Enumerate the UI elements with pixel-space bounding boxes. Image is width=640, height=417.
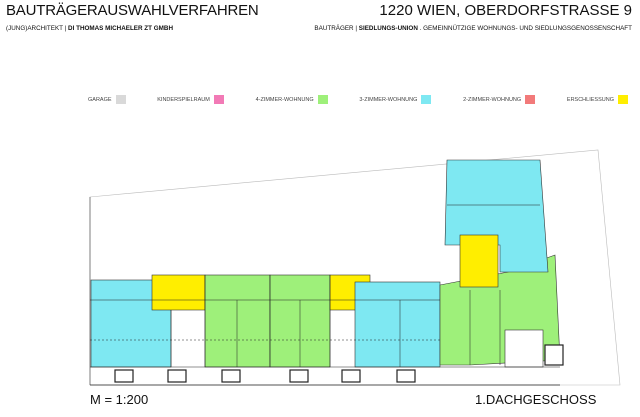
stair-core-tower xyxy=(459,234,499,288)
legend-label: GARAGE xyxy=(88,96,112,103)
legend-label: ERSCHLIESSUNG xyxy=(566,96,614,103)
legend-item-kinderspielraum: KINDERSPIELRAUM xyxy=(157,95,224,104)
legend-swatch xyxy=(213,95,224,104)
legend-item-4-zimmer: 4-ZIMMER-WOHNUNG xyxy=(256,95,328,104)
legend-label: 4-ZIMMER-WOHNUNG xyxy=(255,96,314,103)
terrace-grid xyxy=(504,329,544,368)
unit-3-zimmer-mid xyxy=(354,281,441,368)
stair-core-left xyxy=(151,274,206,311)
developer-prefix: BAUTRÄGER | xyxy=(314,25,359,32)
developer-credit: BAUTRÄGER | SIEDLUNGS-UNION . GEMEINNÜTZ… xyxy=(314,25,632,32)
project-title: BAUTRÄGERAUSWAHLVERFAHREN xyxy=(6,2,259,19)
architect-prefix: (JUNG)ARCHITEKT | xyxy=(6,25,69,32)
walls xyxy=(89,197,560,385)
legend-label: KINDERSPIELRAUM xyxy=(157,96,210,103)
legend-swatch xyxy=(525,95,536,104)
developer-suffix: . GEMEINNÜTZIGE WOHNUNGS- UND SIEDLUNGSG… xyxy=(417,25,632,32)
scale-label: M = 1:200 xyxy=(90,392,149,407)
unit-4-zimmer-left xyxy=(204,274,271,368)
legend-label: 3-ZIMMER-WOHNUNG xyxy=(359,96,418,103)
legend-item-2-zimmer: 2-ZIMMER-WOHNUNG xyxy=(463,95,536,104)
balconies xyxy=(114,344,564,383)
legend-swatch xyxy=(421,95,432,104)
legend-swatch xyxy=(317,95,328,104)
legend-label: 2-ZIMMER-WOHNUNG xyxy=(463,96,522,103)
legend-swatch xyxy=(115,95,126,104)
legend-swatch xyxy=(617,95,628,104)
architect-credit: (JUNG)ARCHITEKT | DI THOMAS MICHAELER ZT… xyxy=(6,25,173,32)
legend-item-erschliessung: ERSCHLIESSUNG xyxy=(567,95,628,104)
developer-name: SIEDLUNGS-UNION xyxy=(358,25,418,32)
architect-name: DI THOMAS MICHAELER ZT GMBH xyxy=(68,25,173,32)
legend: GARAGE KINDERSPIELRAUM 4-ZIMMER-WOHNUNG … xyxy=(88,95,628,104)
legend-item-garage: GARAGE xyxy=(88,95,126,104)
legend-item-3-zimmer: 3-ZIMMER-WOHNUNG xyxy=(359,95,432,104)
project-address: 1220 WIEN, OBERDORFSTRASSE 9 xyxy=(379,2,632,19)
units xyxy=(90,159,561,368)
floor-label: 1.DACHGESCHOSS xyxy=(475,392,597,407)
